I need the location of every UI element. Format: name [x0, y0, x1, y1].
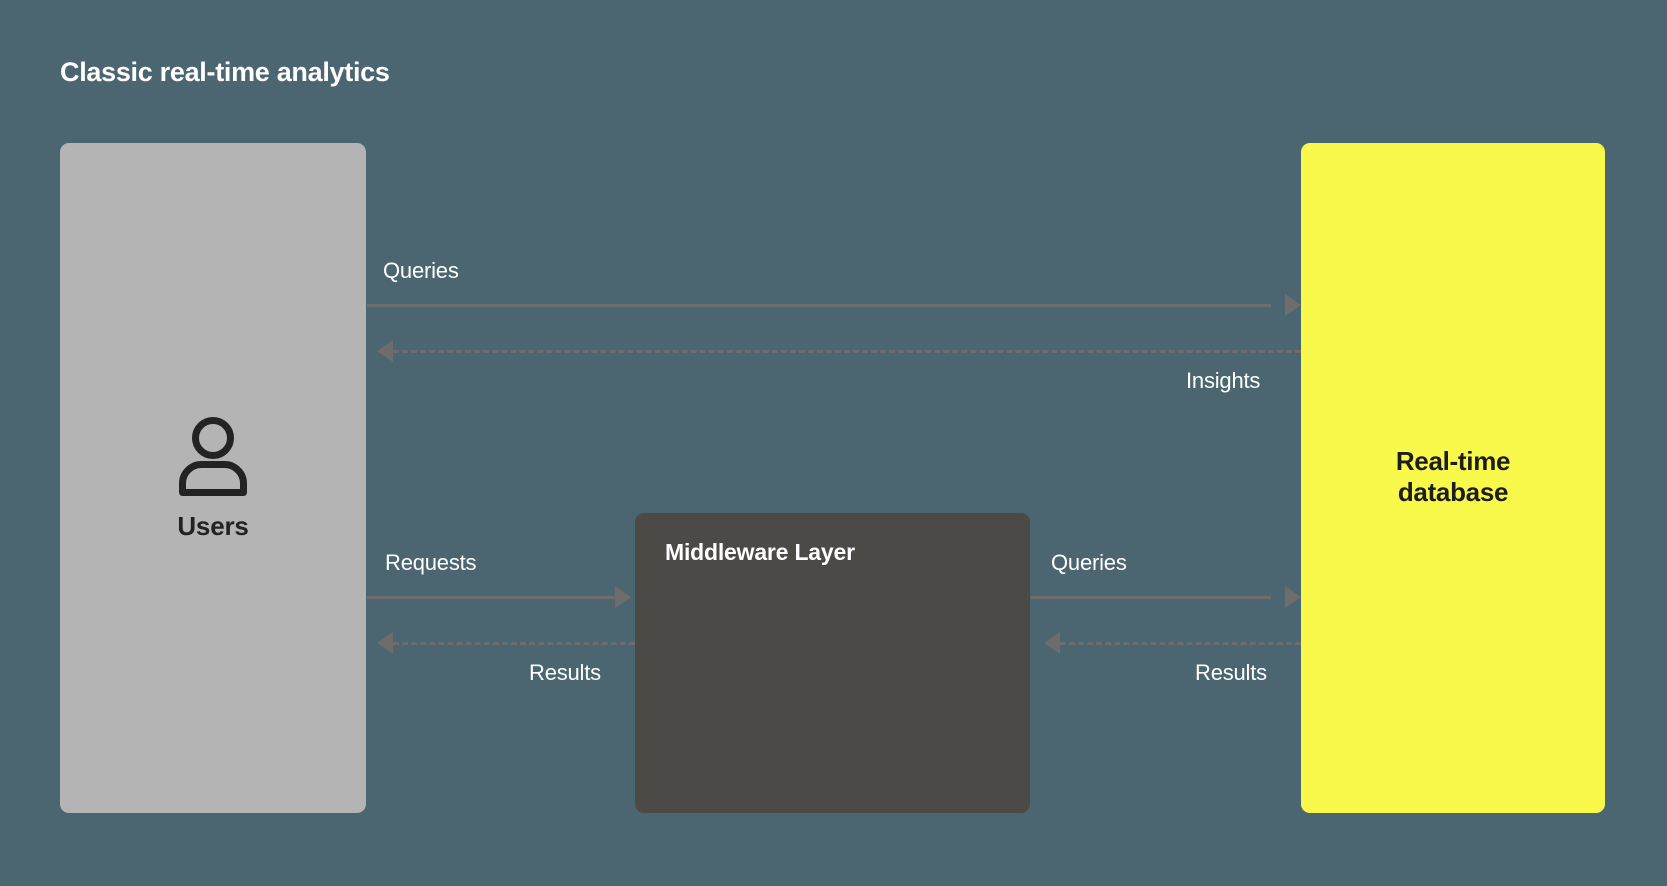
user-icon — [179, 416, 247, 496]
node-middleware[interactable]: Middleware Layer — [635, 513, 1030, 813]
edge-users-to-database-queries-arrowhead — [1285, 294, 1301, 316]
edge-label-requests: Requests — [385, 550, 477, 575]
edge-label-results-right: Results — [1195, 660, 1267, 685]
node-database-label-line1: Real-time — [1395, 446, 1511, 477]
edge-database-to-users-insights-line — [393, 350, 1301, 353]
edge-users-to-database-queries-line — [367, 304, 1271, 307]
edge-middleware-to-users-results-arrowhead — [377, 632, 393, 654]
node-database-label-line2: database — [1397, 477, 1509, 507]
edge-middleware-to-database-queries-arrowhead — [1285, 586, 1301, 608]
node-middleware-label: Middleware Layer — [665, 539, 855, 565]
edge-label-queries-bottom: Queries — [1051, 550, 1127, 575]
page-title: Classic real-time analytics — [60, 57, 390, 87]
edge-label-results-left: Results — [529, 660, 601, 685]
node-users-label: Users — [177, 510, 249, 541]
edge-middleware-to-users-results-line — [393, 642, 635, 645]
node-database-label: Real-time database — [1395, 446, 1511, 509]
node-users[interactable]: Users — [60, 143, 366, 813]
edge-users-to-middleware-requests-arrowhead — [615, 586, 631, 608]
edge-database-to-users-insights-arrowhead — [377, 340, 393, 362]
node-database[interactable]: Real-time database — [1301, 143, 1605, 813]
edge-users-to-middleware-requests-line — [367, 596, 616, 599]
edge-label-insights: Insights — [1186, 368, 1261, 393]
edge-label-queries-top: Queries — [383, 258, 459, 283]
edge-middleware-to-database-queries-line — [1031, 596, 1271, 599]
edge-database-to-middleware-results-arrowhead — [1044, 632, 1060, 654]
edge-database-to-middleware-results-line — [1060, 642, 1301, 645]
